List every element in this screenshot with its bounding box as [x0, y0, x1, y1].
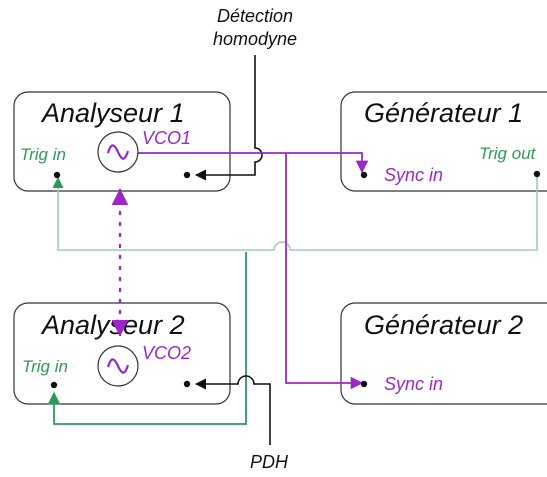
- detection-label-line-1: Détection: [217, 6, 293, 26]
- generateur-1-title: Générateur 1: [364, 98, 523, 128]
- pdh-line: [194, 375, 271, 445]
- trig-in-2-line: [47, 252, 247, 425]
- generateur-1-box: Générateur 1: [340, 91, 547, 192]
- vco1-to-sync-in-2-line: [285, 153, 364, 390]
- vco1-sine-icon: [97, 131, 139, 173]
- trig-in-2-port: [50, 381, 58, 389]
- analyseur-2-title: Analyseur 2: [40, 310, 185, 340]
- sync-in-1-port: [360, 171, 368, 179]
- vco1-label: VCO1: [142, 128, 191, 148]
- trig-out-label: Trig out: [479, 144, 537, 163]
- analyseur-2-input-port: [183, 380, 191, 388]
- trig-out-to-trig-in-1-line: [52, 175, 538, 251]
- detection-label-line-2: homodyne: [213, 29, 297, 49]
- sync-in-1-label: Sync in: [384, 165, 443, 185]
- pdh-label: PDH: [250, 452, 289, 472]
- vco2-label: VCO2: [142, 343, 191, 363]
- sync-in-2-label: Sync in: [384, 374, 443, 394]
- trig-in-1-label: Trig in: [20, 145, 66, 164]
- generateur-2-box: Générateur 2: [340, 302, 547, 405]
- detection-homodyne-line: [194, 55, 263, 181]
- analyseur-1-input-port: [183, 171, 191, 179]
- trig-in-2-label: Trig in: [22, 357, 68, 376]
- trig-in-1-port: [53, 171, 61, 179]
- analyseur-1-title: Analyseur 1: [40, 98, 185, 128]
- generateur-2-title: Générateur 2: [364, 310, 523, 340]
- vco2-sine-icon: [97, 345, 139, 387]
- sync-in-2-port: [360, 380, 368, 388]
- vco1-to-sync-in-1-line: [138, 152, 369, 174]
- trig-out-port: [533, 170, 541, 178]
